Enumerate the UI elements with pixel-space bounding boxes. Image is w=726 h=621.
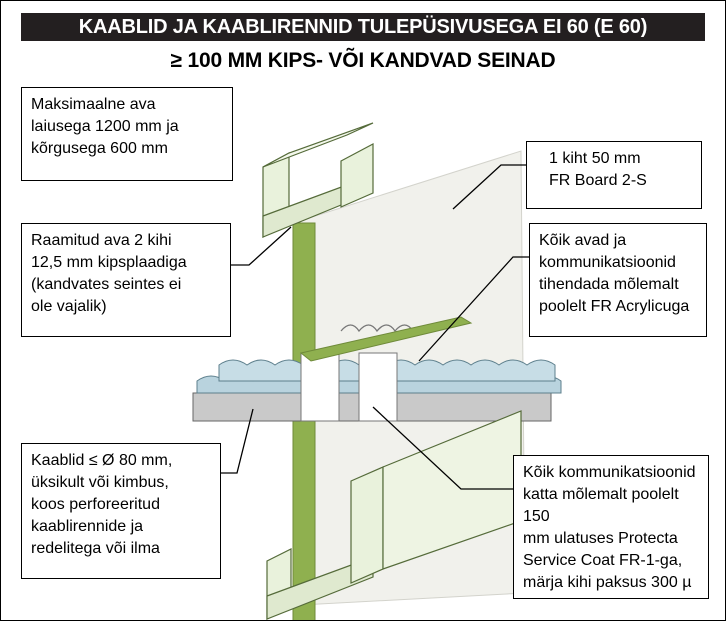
leader-coating bbox=[372, 406, 513, 490]
title-bar: KAABLID JA KAABLIRENNID TULEPÜSIVUSEGA E… bbox=[21, 13, 705, 41]
leader-cables bbox=[221, 408, 254, 474]
callout-sealing: Kõik avad ja kommunikatsioonid tihendada… bbox=[529, 223, 707, 337]
sealant-band-right bbox=[358, 352, 398, 422]
sealant-band-left bbox=[300, 352, 340, 422]
callout-coating: Kõik kommunikatsioonid katta mõlemalt po… bbox=[513, 455, 709, 599]
upper-tray-right bbox=[340, 143, 374, 208]
upper-tray-top bbox=[262, 122, 374, 168]
subtitle: ≥ 100 MM KIPS- VÕI KANDVAD SEINAD bbox=[170, 49, 556, 72]
board-band bbox=[299, 316, 473, 362]
leader-framing bbox=[231, 226, 292, 266]
cut-line bbox=[340, 324, 414, 333]
callout-fr-board: 1 kiht 50 mm FR Board 2-S bbox=[526, 141, 702, 209]
lower-tray-bottom bbox=[266, 556, 374, 620]
callout-max-opening: Maksimaalne ava laiusega 1200 mm ja kõrg… bbox=[21, 87, 233, 181]
callout-framing: Raamitud ava 2 kihi 12,5 mm kipsplaadiga… bbox=[21, 223, 231, 337]
callout-cables: Kaablid ≤ Ø 80 mm, üksikult või kimbus, … bbox=[21, 443, 221, 579]
leader-fr-board bbox=[452, 164, 526, 210]
lower-tray-right bbox=[350, 466, 384, 584]
leader-sealing bbox=[418, 256, 529, 362]
